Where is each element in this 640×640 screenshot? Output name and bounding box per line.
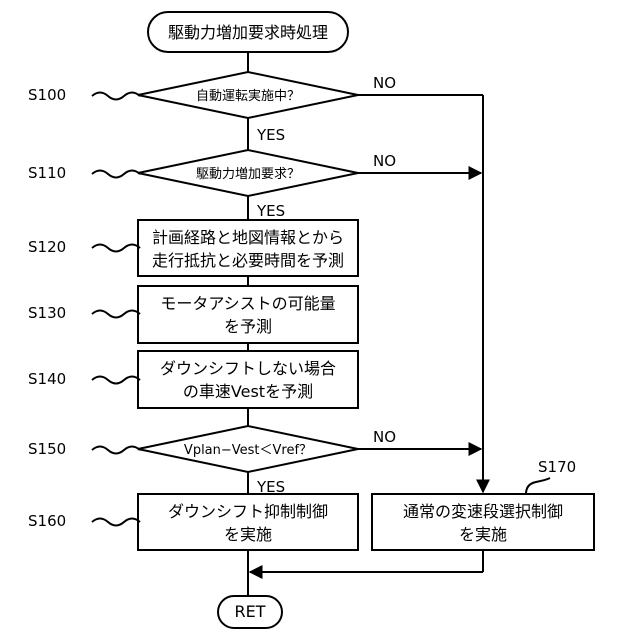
leader-s140: [92, 377, 140, 384]
step-id-s170: S170: [538, 458, 576, 476]
process-s170-line2: を実施: [459, 525, 507, 544]
process-s140: ダウンシフトしない場合 の車速Vestを予測: [138, 351, 358, 408]
leader-s100: [92, 93, 140, 100]
yes-label-s110: YES: [256, 202, 285, 220]
process-s120-line2: 走行抵抗と必要時間を予測: [152, 251, 344, 270]
process-s160-line2: を実施: [224, 525, 272, 544]
leader-s150: [92, 447, 140, 454]
decision-s100-text: 自動運転実施中？: [196, 88, 300, 104]
no-label-s100: NO: [373, 74, 396, 92]
process-s130-line1: モータアシストの可能量: [160, 294, 335, 313]
leader-s120: [92, 245, 140, 252]
leader-s130: [92, 311, 140, 318]
process-s120-line1: 計画経路と地図情報とから: [152, 228, 344, 247]
start-terminal: 駆動力増加要求時処理: [148, 12, 348, 52]
no-label-s150: NO: [373, 428, 396, 446]
decision-s110: 駆動力増加要求？: [138, 150, 358, 196]
yes-label-s100: YES: [256, 126, 285, 144]
no-label-s110: NO: [373, 152, 396, 170]
step-id-s120: S120: [28, 238, 66, 256]
process-s160-line1: ダウンシフト抑制制御: [168, 502, 328, 521]
step-id-s100: S100: [28, 86, 66, 104]
end-terminal: RET: [218, 596, 282, 628]
step-id-s150: S150: [28, 440, 66, 458]
process-s140-line1: ダウンシフトしない場合: [160, 359, 336, 378]
decision-s110-text: 駆動力増加要求？: [196, 167, 300, 182]
decision-s150-text: Vplan−Vest＜Vref？: [184, 443, 312, 458]
process-s130: モータアシストの可能量 を予測: [138, 286, 358, 343]
step-id-s160: S160: [28, 512, 66, 530]
process-s170-line1: 通常の変速段選択制御: [403, 502, 563, 521]
process-s170: 通常の変速段選択制御 を実施: [372, 494, 594, 550]
start-text: 駆動力増加要求時処理: [168, 23, 328, 42]
process-s160: ダウンシフト抑制制御 を実施: [138, 494, 358, 550]
step-id-s110: S110: [28, 164, 66, 182]
leader-s160: [92, 519, 140, 526]
end-text: RET: [235, 602, 266, 621]
process-s120: 計画経路と地図情報とから 走行抵抗と必要時間を予測: [138, 220, 358, 276]
leader-s170: [526, 478, 550, 494]
step-id-s130: S130: [28, 304, 66, 322]
leader-s110: [92, 171, 140, 178]
decision-s150: Vplan−Vest＜Vref？: [138, 426, 358, 472]
step-id-s140: S140: [28, 370, 66, 388]
decision-s100: 自動運転実施中？: [138, 72, 358, 118]
process-s130-line2: を予測: [224, 317, 272, 336]
yes-label-s150: YES: [256, 478, 285, 496]
process-s140-line2: の車速Vestを予測: [183, 382, 313, 401]
